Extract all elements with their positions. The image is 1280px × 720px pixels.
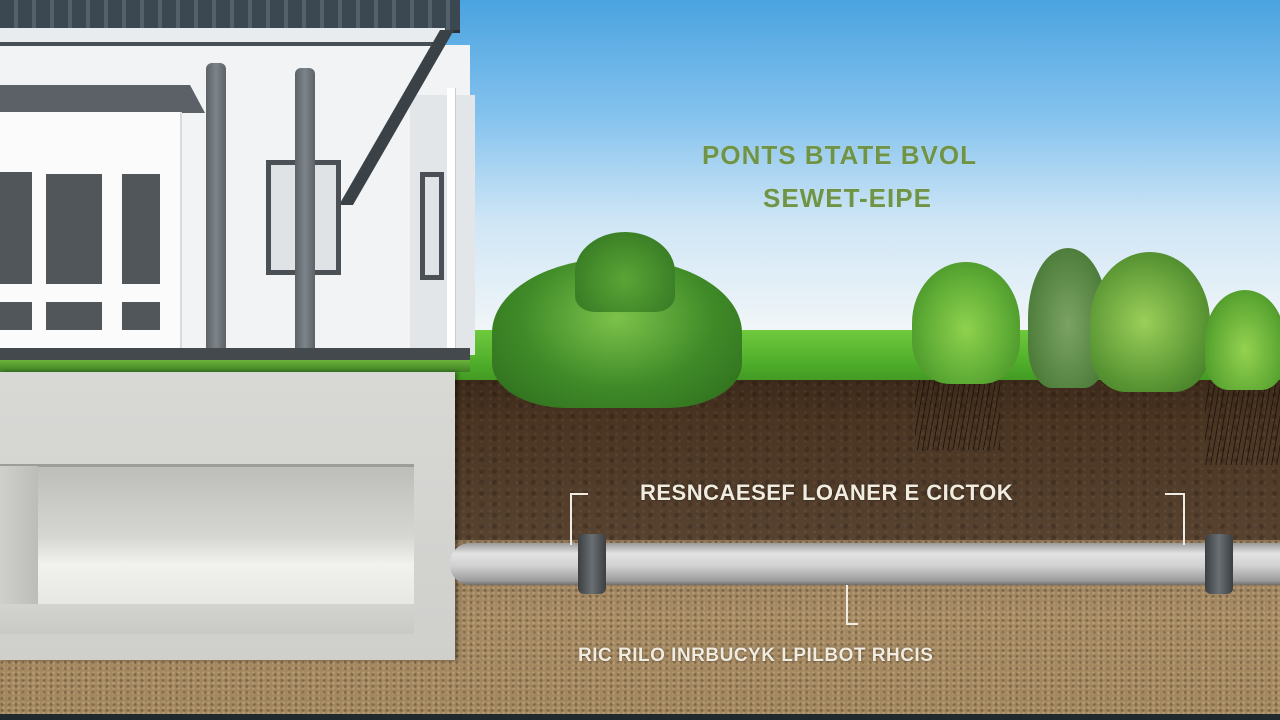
downspout — [447, 88, 456, 356]
leafy-bush — [1090, 252, 1210, 392]
porch-pillar — [206, 63, 226, 361]
pipe-coupling — [1205, 534, 1233, 594]
window-pane — [0, 302, 32, 330]
leafy-shrub-top — [575, 232, 675, 312]
tank-floor — [0, 604, 414, 634]
label-bracket — [1165, 493, 1183, 495]
diagram-title-line-2: SEWET-EIPE — [763, 183, 932, 213]
pipe-label-bottom: RIC RILO INRBUCYK LPILBOT RHCIS — [578, 645, 934, 666]
grass-strip — [0, 360, 470, 372]
tank-cavity-wall — [0, 466, 38, 606]
sewer-pipe — [450, 543, 1280, 585]
conifer-shrub — [912, 262, 1020, 384]
diagram-title-line-1: PONTS BTATE BVOL — [702, 140, 978, 170]
conifer-shrub — [1205, 290, 1280, 390]
label-bracket — [570, 493, 588, 495]
porch-pillar — [295, 68, 315, 361]
window-pane — [0, 172, 32, 284]
house-side-window — [420, 172, 444, 280]
pipe-label-top: RESNCAESEF LOANER E CICTOK — [640, 480, 1014, 505]
label-bracket — [1183, 493, 1185, 545]
bay-window-cap — [0, 85, 205, 113]
bay-window — [0, 112, 182, 357]
pipe-coupling — [578, 534, 606, 594]
window-pane — [46, 302, 102, 330]
window-pane — [122, 174, 160, 284]
window-pane — [46, 174, 102, 284]
window-pane — [122, 302, 160, 330]
label-bracket — [570, 493, 572, 545]
roots — [915, 380, 1000, 450]
house-eave — [0, 28, 445, 46]
tank-cavity — [0, 464, 414, 607]
label-leader — [846, 623, 858, 625]
bottom-border — [0, 714, 1280, 720]
roots — [1205, 385, 1280, 465]
house-plinth — [0, 348, 470, 362]
label-leader — [846, 585, 848, 625]
